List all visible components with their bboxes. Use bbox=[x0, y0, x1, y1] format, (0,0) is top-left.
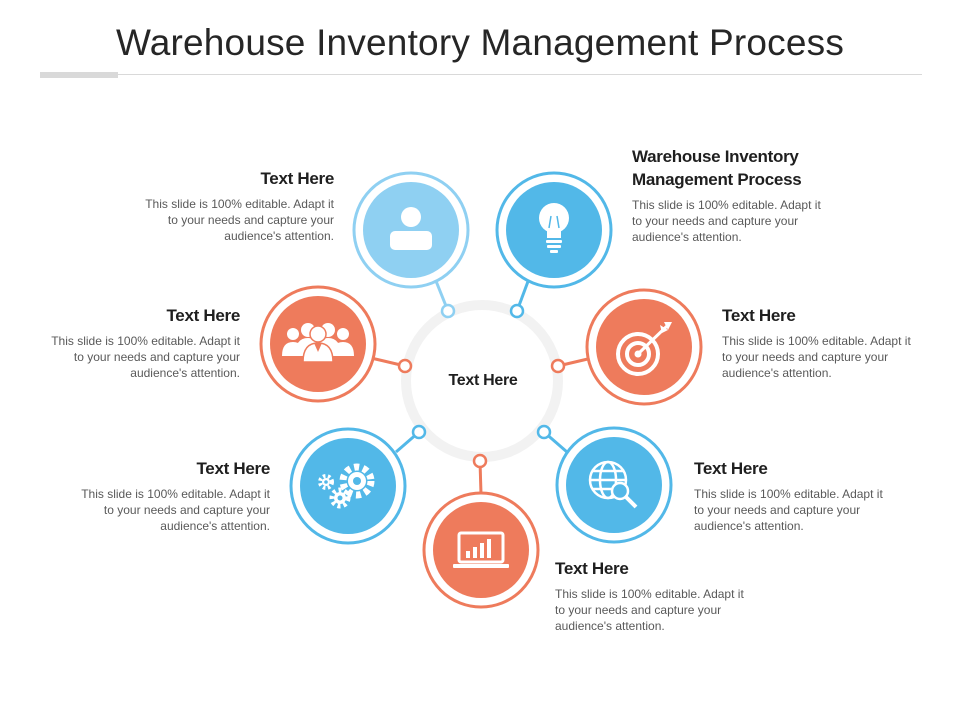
item-body: This slide is 100% editable. Adapt it to… bbox=[555, 587, 744, 633]
item-heading: Text Here bbox=[196, 459, 270, 478]
text-block-laptop-chart: Text Here This slide is 100% editable. A… bbox=[555, 558, 755, 634]
laptop-chart-icon bbox=[453, 531, 509, 568]
item-heading: Text Here bbox=[555, 559, 629, 578]
item-heading: Text Here bbox=[694, 459, 768, 478]
team-icon bbox=[282, 323, 354, 363]
node-team bbox=[259, 285, 413, 403]
center-label: Text Here bbox=[448, 372, 518, 389]
node-globe-search bbox=[536, 424, 673, 544]
title-divider-accent bbox=[40, 72, 118, 78]
gears-icon bbox=[318, 463, 375, 509]
item-body: This slide is 100% editable. Adapt it to… bbox=[694, 487, 883, 533]
item-body: This slide is 100% editable. Adapt it to… bbox=[81, 487, 270, 533]
item-heading: Text Here bbox=[166, 306, 240, 325]
item-heading: Text Here bbox=[260, 169, 334, 188]
item-body: This slide is 100% editable. Adapt it to… bbox=[51, 334, 240, 380]
text-block-target: Text Here This slide is 100% editable. A… bbox=[722, 305, 922, 381]
node-laptop-chart bbox=[422, 453, 540, 609]
title-divider bbox=[40, 74, 922, 75]
lightbulb-icon bbox=[539, 203, 569, 253]
slide-title: Warehouse Inventory Management Process bbox=[115, 22, 845, 63]
node-target bbox=[550, 288, 703, 406]
item-body: This slide is 100% editable. Adapt it to… bbox=[722, 334, 911, 380]
text-block-gears: Text Here This slide is 100% editable. A… bbox=[70, 458, 270, 534]
text-block-lightbulb: Warehouse Inventory Management Process T… bbox=[632, 145, 842, 245]
item-body: This slide is 100% editable. Adapt it to… bbox=[632, 198, 821, 244]
text-block-user: Text Here This slide is 100% editable. A… bbox=[134, 168, 334, 244]
text-block-team: Text Here This slide is 100% editable. A… bbox=[40, 305, 240, 381]
user-icon bbox=[390, 207, 432, 250]
text-block-globe-search: Text Here This slide is 100% editable. A… bbox=[694, 458, 894, 534]
item-body: This slide is 100% editable. Adapt it to… bbox=[145, 197, 334, 243]
item-heading: Text Here bbox=[722, 306, 796, 325]
globe-search-icon bbox=[588, 460, 638, 509]
target-icon bbox=[616, 322, 672, 376]
node-gears bbox=[289, 424, 427, 545]
item-heading: Warehouse Inventory Management Process bbox=[632, 147, 802, 189]
node-user bbox=[352, 171, 470, 319]
node-lightbulb bbox=[495, 171, 613, 319]
